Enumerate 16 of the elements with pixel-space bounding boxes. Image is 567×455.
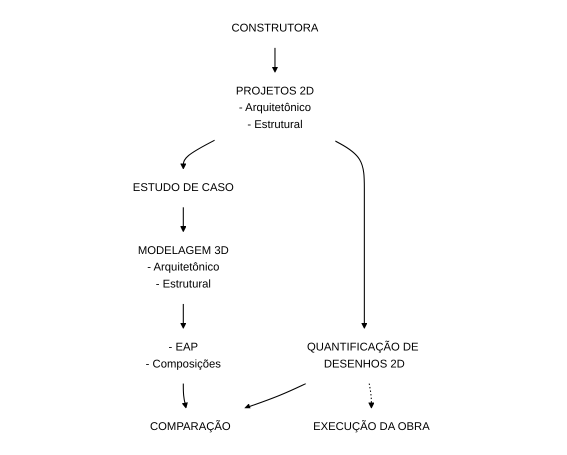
arrow xyxy=(334,140,368,328)
arrow xyxy=(244,382,306,409)
node-text: EXECUÇÃO DA OBRA xyxy=(312,420,430,432)
arrow xyxy=(181,383,188,408)
arrow xyxy=(180,139,215,169)
arrow xyxy=(368,382,374,408)
node-text: - EAP - Composições xyxy=(145,340,221,370)
node-text: CONSTRUTORA xyxy=(231,22,318,34)
node-text: QUANTIFICAÇÃO DE DESENHOS 2D xyxy=(306,340,418,370)
node-text: ESTUDO DE CASO xyxy=(132,181,234,194)
arrow xyxy=(272,47,278,72)
node-text: MODELAGEM 3D - Arquitetônico - Estrutural xyxy=(137,244,228,290)
node-text: COMPARAÇÃO xyxy=(150,420,230,432)
node-text: PROJETOS 2D - Arquitetônico - Estrutural xyxy=(236,84,314,130)
arrow xyxy=(180,303,186,328)
arrow xyxy=(180,206,186,232)
